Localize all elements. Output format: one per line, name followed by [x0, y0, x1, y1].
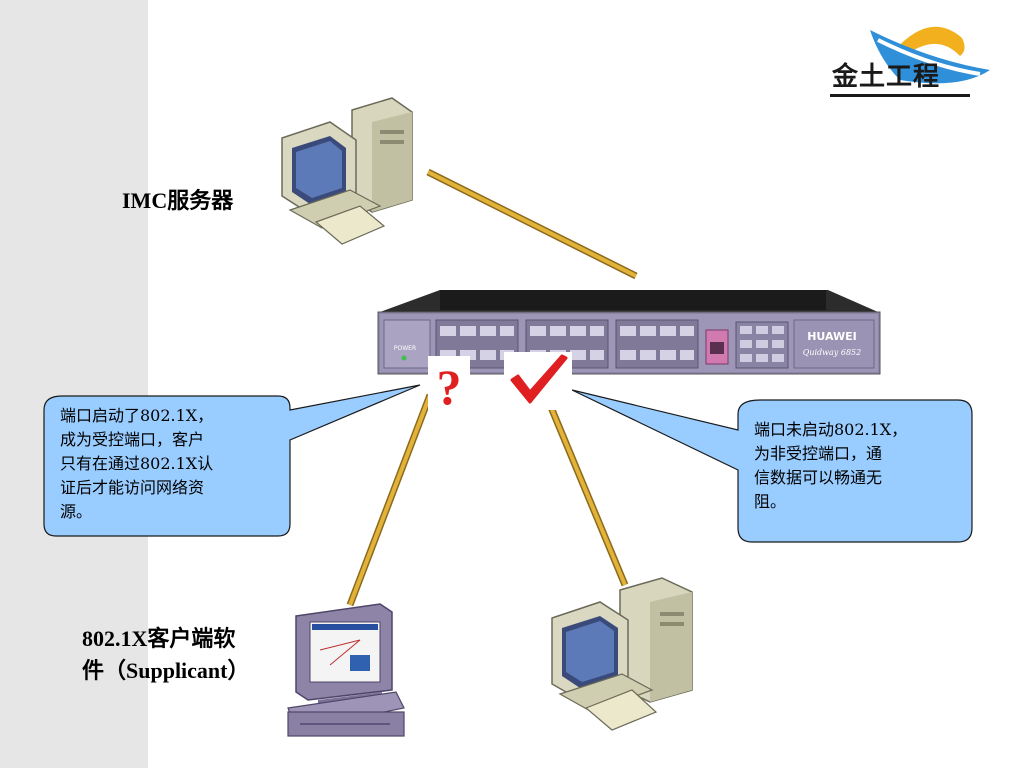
question-mark-box: ?: [428, 356, 470, 415]
question-mark-text: ?: [437, 359, 462, 415]
pc-computer: [551, 577, 693, 731]
client-label-line1: 802.1X客户端软: [82, 626, 236, 651]
callout-left-line: 源。: [60, 502, 93, 521]
switch-brand: HUAWEI: [807, 330, 857, 343]
client-label-line2: 件（Supplicant）: [82, 658, 250, 683]
callout-left-line: 只有在通过802.1X认: [60, 454, 214, 473]
callout-left-shape: [43, 384, 421, 537]
check-mark-icon: [510, 354, 568, 404]
callout-right-line: 信数据可以畅通无: [754, 468, 883, 487]
callout-left-line: 成为受控端口，客户: [60, 430, 205, 449]
client-computer: [287, 603, 405, 737]
server-computer: [281, 97, 413, 245]
callout-right-line: 为非受控端口，通: [754, 444, 883, 463]
callout-left-text: 端口启动了802.1X， 成为受控端口，客户 只有在通过802.1X认 证后才能…: [60, 404, 213, 524]
logo-text: 金土工程: [832, 62, 941, 92]
callout-left-line: 证后才能访问网络资: [60, 478, 205, 497]
switch-power-label: POWER: [394, 345, 416, 352]
check-mark-box: [504, 352, 572, 410]
callout-right-line: 端口未启动802.1X，: [754, 420, 908, 439]
callout-right-shape: [571, 389, 973, 543]
network-switch: [377, 290, 881, 375]
server-label: IMC服务器: [122, 188, 234, 213]
callout-right-line: 阻。: [754, 492, 787, 511]
callout-right-text: 端口未启动802.1X， 为非受控端口，通 信数据可以畅通无 阻。: [754, 418, 907, 514]
callout-left-line: 端口启动了802.1X，: [60, 406, 214, 425]
logo-graphic: [830, 26, 990, 97]
slide-left-band: [0, 0, 148, 768]
cables: [346, 168, 638, 607]
switch-model: Quidway 6852: [803, 348, 861, 357]
